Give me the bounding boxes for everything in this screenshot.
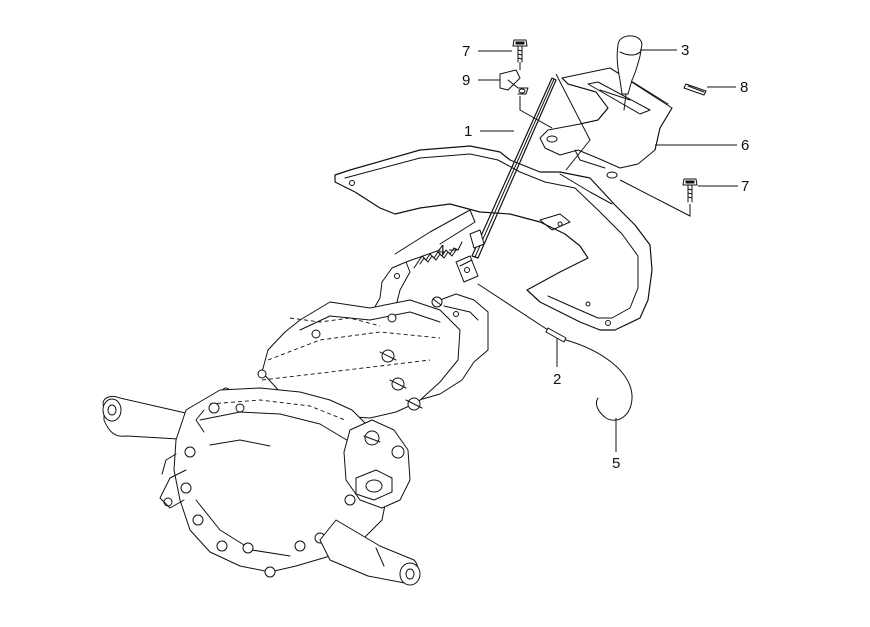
callout-label-9: 9 [462,72,470,89]
bolt-lower [682,178,698,203]
shift-gate-bracket [539,67,673,179]
bracket-supports [371,209,571,403]
callout-label-7-upper: 7 [462,43,470,60]
transmission-assembly [102,299,461,586]
spring [413,241,463,269]
callout-label-3: 3 [681,42,689,59]
shift-knob [616,35,643,111]
callout-label-1: 1 [464,123,472,140]
clip [499,69,529,95]
callout-label-5: 5 [612,455,620,472]
floor-mounting-plate [334,145,653,331]
shift-rod [455,77,557,283]
callout-labels: 1 2 3 4 5 6 7 7 8 9 [437,42,749,472]
control-cable [477,283,633,421]
callout-label-7-lower: 7 [741,178,749,195]
pin [683,83,707,96]
callout-label-2: 2 [553,371,561,388]
callout-label-8: 8 [740,79,748,96]
callout-label-6: 6 [741,137,749,154]
leader-lines [449,49,738,452]
bolt-upper [512,39,528,63]
callout-label-4: 4 [437,242,445,259]
